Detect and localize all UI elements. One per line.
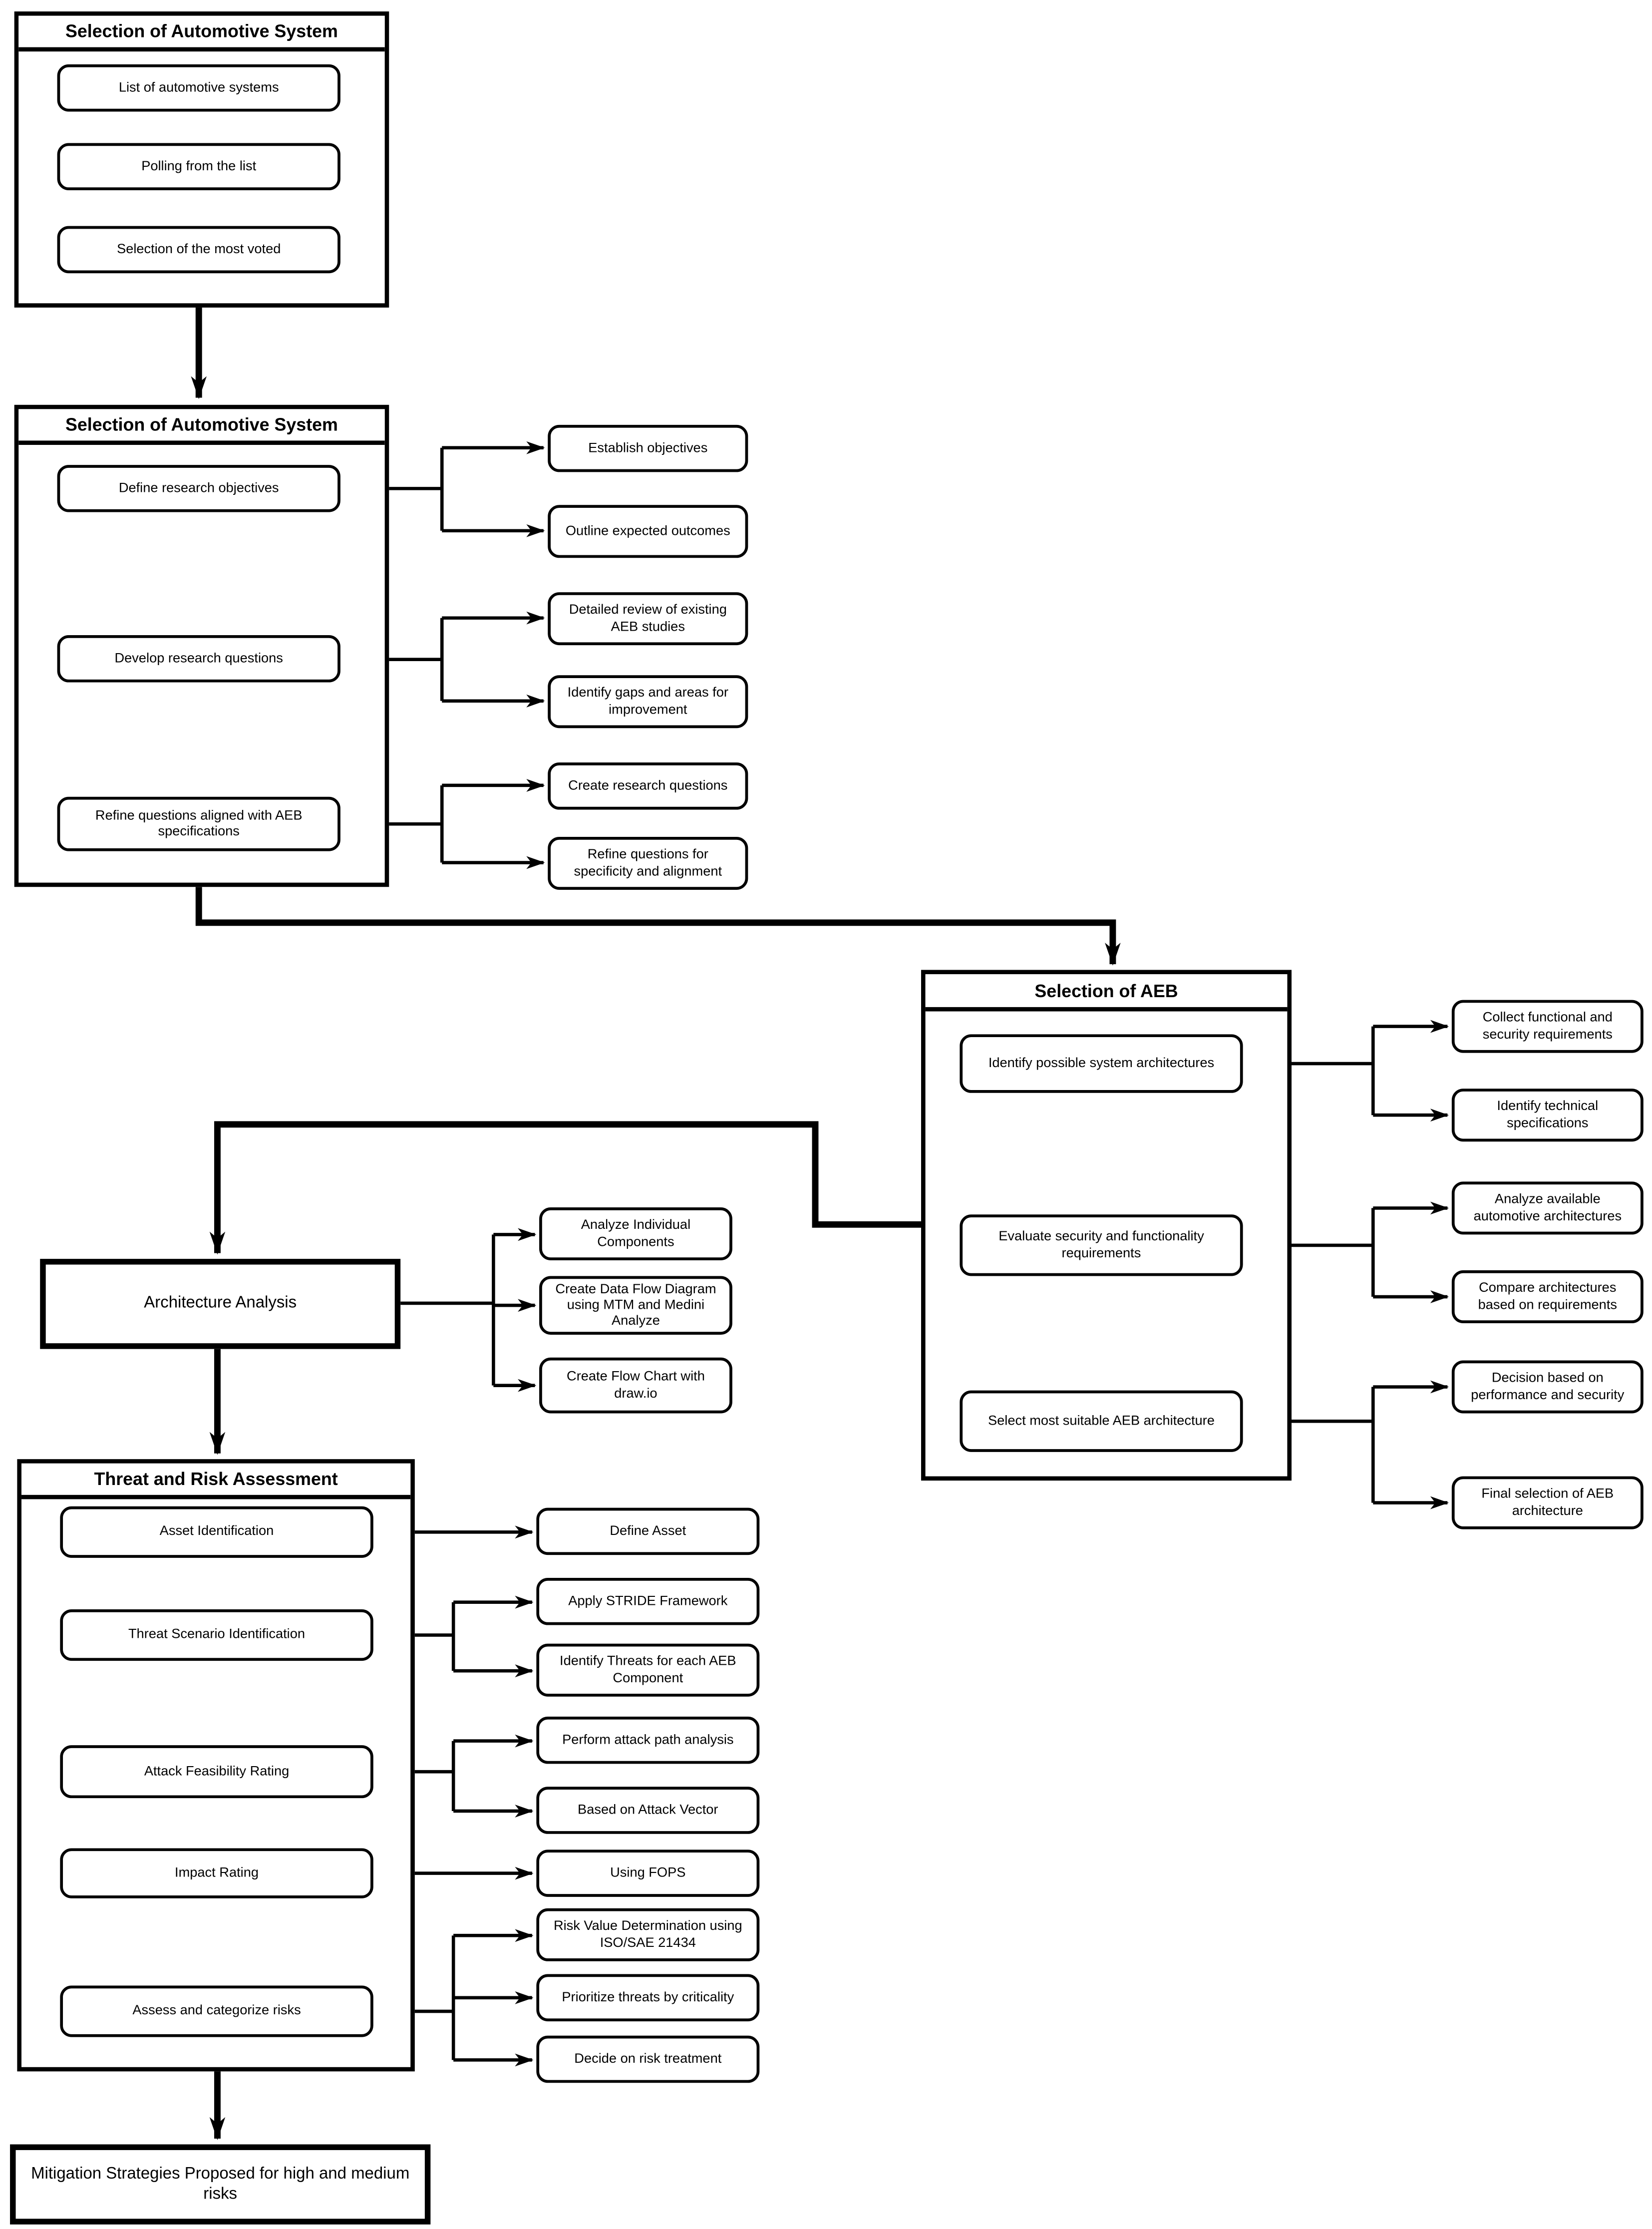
node-create-research-questions: Create research questions xyxy=(548,762,748,810)
node-evaluate-security-functionality: Evaluate security and functionality requ… xyxy=(960,1214,1243,1276)
node-establish-objectives: Establish objectives xyxy=(548,424,748,472)
node-perform-attack-path-analysis: Perform attack path analysis xyxy=(536,1716,760,1764)
node-selection-of-the-most-voted: Selection of the most voted xyxy=(57,226,340,274)
edge-aeb-to-architecture-analysis xyxy=(209,1121,921,1255)
node-analyze-individual-components: Analyze Individual Components xyxy=(539,1207,732,1260)
node-create-data-flow-diagram: Create Data Flow Diagram using MTM and M… xyxy=(539,1276,732,1335)
section-title: Threat and Risk Assessment xyxy=(21,1463,411,1499)
section-title: Selection of Automotive System xyxy=(18,15,385,52)
node-define-research-objectives: Define research objectives xyxy=(57,465,340,512)
edge-selection2-to-aeb xyxy=(195,887,1121,966)
node-apply-stride-framework: Apply STRIDE Framework xyxy=(536,1577,760,1625)
branch-arrows xyxy=(373,441,1449,2067)
node-mitigation-strategies: Mitigation Strategies Proposed for high … xyxy=(10,2144,431,2225)
node-polling-from-the-list: Polling from the list xyxy=(57,143,340,191)
node-architecture-analysis: Architecture Analysis xyxy=(40,1259,401,1349)
node-analyze-available-automotive-architectures: Analyze available automotive architectur… xyxy=(1451,1181,1644,1235)
node-identify-possible-system-architectures: Identify possible system architectures xyxy=(960,1034,1243,1093)
node-define-asset: Define Asset xyxy=(536,1507,760,1555)
node-threat-scenario-identification: Threat Scenario Identification xyxy=(60,1609,373,1661)
fork-architecture-analysis xyxy=(400,1234,495,1386)
node-impact-rating: Impact Rating xyxy=(60,1848,373,1898)
section-title: Selection of AEB xyxy=(925,974,1288,1012)
node-select-most-suitable-aeb-architecture: Select most suitable AEB architecture xyxy=(960,1390,1243,1452)
node-attack-feasibility-rating: Attack Feasibility Rating xyxy=(60,1745,373,1799)
node-outline-expected-outcomes: Outline expected outcomes xyxy=(548,505,748,558)
node-asset-identification: Asset Identification xyxy=(60,1506,373,1558)
node-risk-value-determination-iso-sae-21434: Risk Value Determination using ISO/SAE 2… xyxy=(536,1908,760,1961)
node-using-fops: Using FOPS xyxy=(536,1850,760,1897)
section-title: Selection of Automotive System xyxy=(18,409,385,445)
node-prioritize-threats-by-criticality: Prioritize threats by criticality xyxy=(536,1974,760,2022)
node-collect-functional-security-requirements: Collect functional and security requirem… xyxy=(1451,1000,1644,1053)
node-list-of-automotive-systems: List of automotive systems xyxy=(57,64,340,112)
node-identify-gaps-improvement: Identify gaps and areas for improvement xyxy=(548,675,748,729)
node-detailed-review-aeb-studies: Detailed review of existing AEB studies xyxy=(548,592,748,646)
node-final-selection-aeb-architecture: Final selection of AEB architecture xyxy=(1451,1476,1644,1529)
node-decision-performance-security: Decision based on performance and securi… xyxy=(1451,1360,1644,1414)
node-decide-on-risk-treatment: Decide on risk treatment xyxy=(536,2035,760,2083)
node-identify-threats-each-aeb-component: Identify Threats for each AEB Component xyxy=(536,1643,760,1697)
node-refine-questions-specificity: Refine questions for specificity and ali… xyxy=(548,836,748,890)
node-assess-and-categorize-risks: Assess and categorize risks xyxy=(60,1985,373,2037)
node-identify-technical-specifications: Identify technical specifications xyxy=(1451,1089,1644,1142)
node-develop-research-questions: Develop research questions xyxy=(57,635,340,683)
node-based-on-attack-vector: Based on Attack Vector xyxy=(536,1787,760,1834)
node-compare-architectures-requirements: Compare architectures based on requireme… xyxy=(1451,1270,1644,1324)
node-refine-questions-aligned-aeb: Refine questions aligned with AEB specif… xyxy=(57,796,340,851)
node-create-flow-chart-drawio: Create Flow Chart with draw.io xyxy=(539,1357,732,1414)
